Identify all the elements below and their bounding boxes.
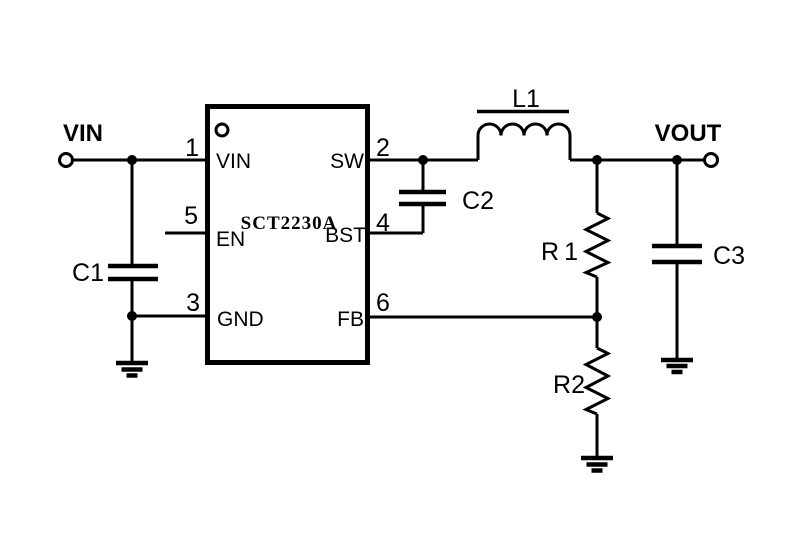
r1-zigzag-icon (582, 211, 612, 279)
pin-label-gnd: GND (217, 308, 264, 331)
pin-number-1: 1 (185, 134, 199, 162)
pin-label-sw: SW (330, 150, 364, 173)
pin-label-fb: FB (337, 308, 364, 331)
junction-vout-c3 (672, 155, 682, 165)
vin-terminal-icon (58, 152, 74, 168)
pin-number-4: 4 (376, 209, 390, 237)
l1-coil-icon (476, 122, 572, 160)
junction-c1-gnd (127, 311, 137, 321)
pin-number-5: 5 (184, 202, 198, 230)
vin-terminal-label: VIN (63, 120, 103, 147)
junction-vout-r1 (592, 155, 602, 165)
ic-part-number: SCT2230A (241, 213, 338, 234)
pin-number-6: 6 (376, 289, 390, 317)
junction-dots (127, 155, 682, 322)
capacitor-c3: C3 (652, 242, 745, 270)
c2-label: C2 (462, 187, 494, 215)
c3-label: C3 (713, 242, 745, 270)
resistor-r1: R1 (541, 211, 612, 279)
pin1-marker-icon (214, 122, 230, 138)
ground-c3-icon (661, 357, 693, 375)
ic-body (205, 104, 370, 365)
vout-terminal-label: VOUT (655, 120, 722, 147)
inductor-l1: L1 (476, 85, 572, 160)
pin-label-vin: VIN (216, 150, 251, 173)
pin-label-bst: BST (325, 224, 366, 247)
r2-label: R2 (553, 371, 585, 399)
ground-c1-icon (116, 360, 148, 378)
ic-sct2230a: SCT2230A VIN EN GND SW BST FB 1 5 3 2 4 … (184, 104, 390, 365)
r1-label: R1 (541, 238, 583, 266)
junction-sw-c2 (418, 155, 428, 165)
c1-label: C1 (72, 259, 104, 287)
capacitor-c1: C1 (72, 259, 158, 287)
resistor-r2: R2 (553, 346, 612, 416)
pin-number-3: 3 (186, 289, 200, 317)
junction-fb-divider (592, 312, 602, 322)
pin-label-en: EN (216, 228, 245, 251)
ground-r2-icon (581, 455, 613, 473)
capacitor-c2: C2 (399, 187, 494, 215)
l1-label: L1 (512, 85, 540, 113)
r2-zigzag-icon (582, 346, 612, 416)
junction-vin-c1 (127, 155, 137, 165)
vout-terminal-icon (703, 152, 719, 168)
pin-number-2: 2 (376, 134, 390, 162)
terminal-vout: VOUT (655, 120, 722, 168)
terminal-vin: VIN (58, 120, 103, 168)
